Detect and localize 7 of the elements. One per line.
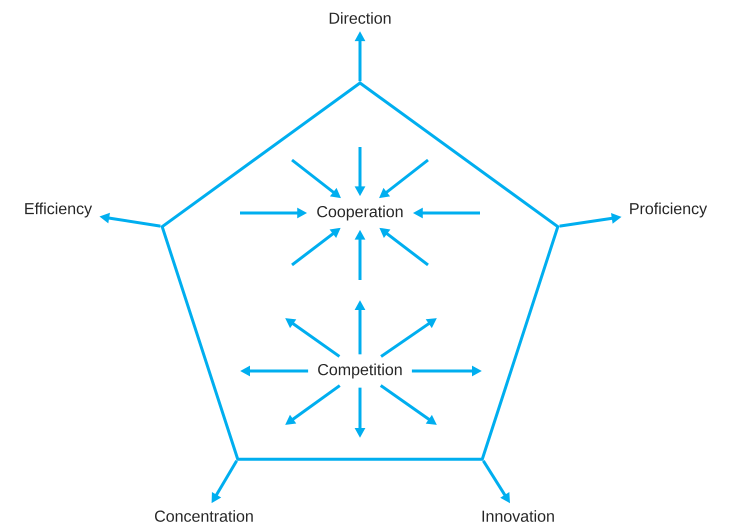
force-label: Direction <box>330 12 391 24</box>
force-label: Cooperation <box>317 206 403 220</box>
force-label: Efficiency <box>25 202 92 218</box>
force-label: Innovation <box>482 510 554 522</box>
force-label: Proficiency <box>630 202 708 218</box>
force-label: Competition <box>318 364 402 378</box>
force-label: Concentration <box>155 510 253 522</box>
